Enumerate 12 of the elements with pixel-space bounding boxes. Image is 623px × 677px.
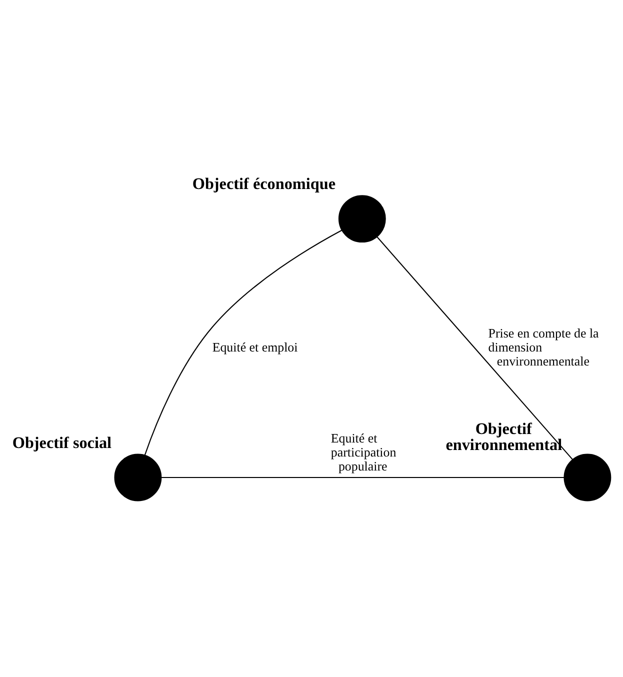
node-label: Objectif social [12,434,112,452]
node-circle [114,453,162,501]
connector [161,476,564,478]
node-label: Objectif environnemental [446,420,562,454]
node-label: Objectif économique [192,176,336,193]
connector [376,236,574,460]
node-circle [564,453,612,501]
connector [144,229,342,455]
node-circle [338,194,386,242]
edge-label: Equité et emploi [212,339,298,354]
edge-label: Equité et participation populaire [330,430,396,474]
edge-label: Prise en compte de la dimension environnementale [488,324,599,368]
